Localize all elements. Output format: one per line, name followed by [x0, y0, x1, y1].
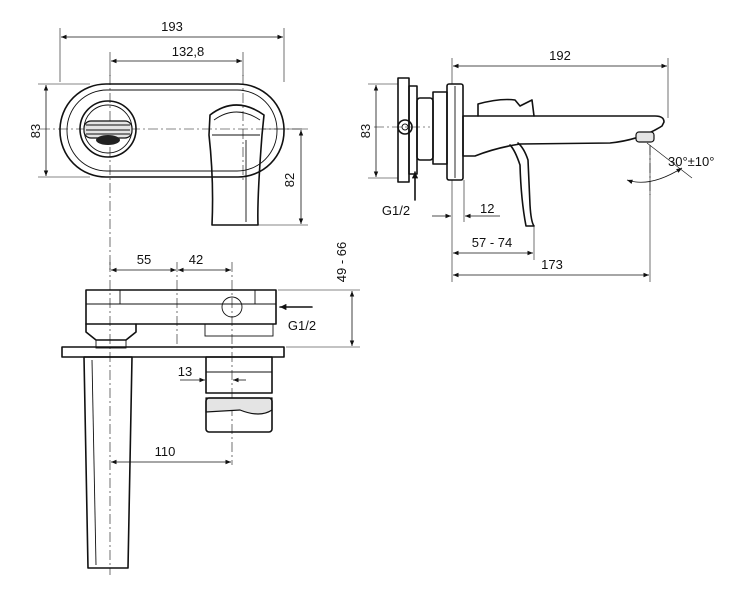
valve-body	[85, 289, 277, 349]
top-cover-plate	[61, 346, 285, 358]
cover-plate	[59, 83, 285, 178]
top-connection-label: G1/2	[288, 318, 316, 333]
dim-width-holes: 132,8	[172, 44, 205, 59]
dim-lever-height: 82	[282, 173, 297, 187]
dim-depth-range: 49 - 66	[334, 242, 349, 282]
side-connection-label: G1/2	[382, 203, 410, 218]
side-view: G1/2 83 192 12 57 - 74 173 30°±10°	[358, 48, 714, 282]
dim-side-length: 192	[549, 48, 571, 63]
dim-angle: 30°±10°	[668, 154, 714, 169]
dim-cartridge: 13	[178, 364, 192, 379]
mounting-body	[397, 77, 464, 183]
lever-handle	[208, 104, 265, 226]
aerator-ring	[79, 100, 137, 158]
dim-top-left: 55	[137, 252, 151, 267]
dim-side-height: 83	[358, 124, 373, 138]
dim-width-total: 193	[161, 19, 183, 34]
front-view: 193 132,8 83 82	[28, 19, 308, 270]
dim-plate-offset: 12	[480, 201, 494, 216]
top-lever	[205, 356, 273, 433]
dim-wall-depth: 57 - 74	[472, 235, 512, 250]
dim-spout-length: 110	[155, 444, 176, 459]
dim-front-height: 83	[28, 124, 43, 138]
top-spout	[83, 356, 133, 569]
top-view: G1/2 55 42 49 - 66 13 110	[61, 242, 360, 575]
dim-spout-reach: 173	[541, 257, 563, 272]
dim-top-mid: 42	[189, 252, 203, 267]
